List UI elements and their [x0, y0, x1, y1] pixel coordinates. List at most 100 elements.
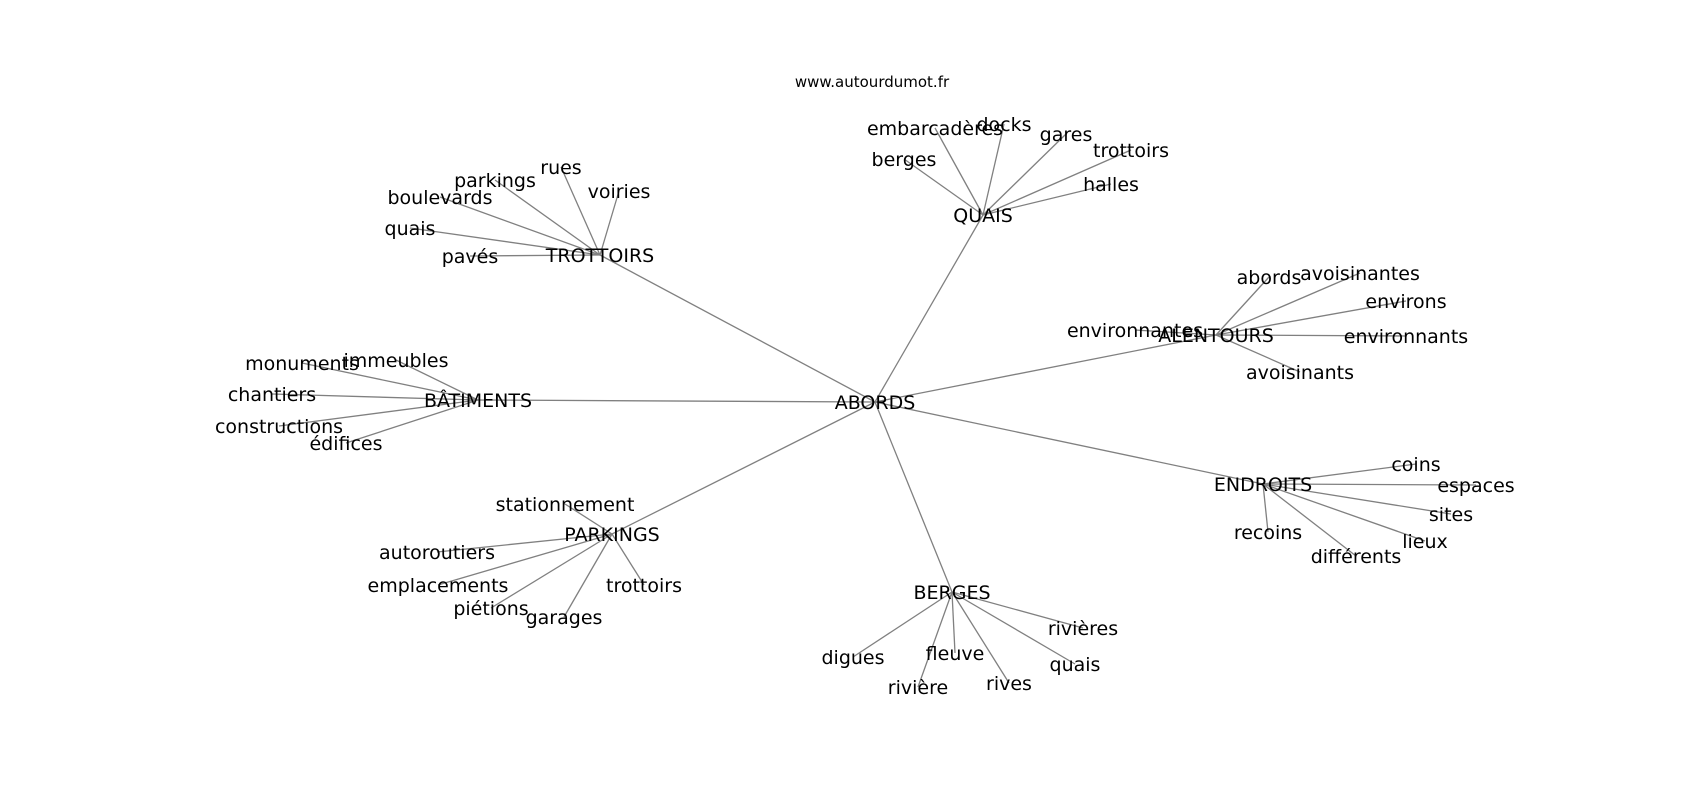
edge-parkings-trottoirs — [611, 533, 645, 586]
hub-node-berges: BERGES — [913, 582, 990, 604]
leaf-node-quais-embarcaderes: embarcadères — [867, 118, 1003, 140]
edge-quais-embarcaderes — [934, 127, 984, 216]
leaf-node-endroits-differents: différents — [1311, 546, 1402, 568]
leaf-node-alentours-environs: environs — [1365, 291, 1446, 313]
edge-quais-docks — [982, 123, 1005, 216]
edge-center-alentours — [874, 334, 1217, 403]
edge-parkings-autoroutiers — [436, 533, 613, 553]
leaf-node-batiments-chantiers: chantiers — [228, 384, 316, 406]
leaf-node-parkings-garages: garages — [526, 607, 603, 629]
edge-endroits-coins — [1262, 463, 1417, 485]
edge-center-berges — [874, 401, 953, 593]
edge-berges-digues — [852, 591, 953, 658]
edge-quais-gares — [982, 133, 1067, 216]
edge-endroits-differents — [1262, 483, 1357, 557]
leaf-node-parkings-trottoirs: trottoirs — [606, 575, 682, 597]
leaf-node-batiments-edifices: édifices — [309, 433, 382, 455]
leaf-node-quais-trottoirs: trottoirs — [1093, 140, 1169, 162]
leaf-node-trottoirs-quais: quais — [385, 218, 436, 240]
leaf-node-alentours-environnantes: environnantes — [1067, 320, 1203, 342]
leaf-node-batiments-constructions: constructions — [215, 416, 343, 438]
leaf-node-trottoirs-boulevards: boulevards — [387, 187, 492, 209]
leaf-node-berges-rives: rives — [986, 673, 1032, 695]
leaf-node-alentours-abords: abords — [1237, 267, 1302, 289]
hub-node-batiments: BÂTIMENTS — [424, 389, 532, 412]
edge-parkings-stationnement — [564, 503, 613, 535]
leaf-node-quais-gares: gares — [1040, 124, 1093, 146]
edge-alentours-abords — [1215, 276, 1270, 336]
leaf-node-parkings-pietions: piétions — [453, 598, 528, 620]
hub-node-endroits: ENDROITS — [1214, 474, 1312, 496]
leaf-node-berges-fleuve: fleuve — [926, 643, 985, 665]
leaf-node-quais-berges: berges — [872, 149, 937, 171]
edge-berges-riviere — [917, 591, 953, 688]
edge-batiments-monuments — [301, 362, 479, 401]
leaf-node-trottoirs-parkings: parkings — [454, 170, 536, 192]
leaf-node-endroits-recoins: recoins — [1234, 522, 1302, 544]
edge-quais-berges — [903, 158, 984, 216]
edge-berges-rivieres — [951, 591, 1084, 629]
hub-node-parkings: PARKINGS — [564, 524, 660, 546]
edge-berges-fleuve — [951, 591, 956, 654]
edges — [271, 123, 1477, 688]
leaf-node-quais-docks: docks — [976, 114, 1031, 136]
edge-batiments-edifices — [345, 399, 479, 444]
edge-trottoirs-boulevards — [439, 196, 601, 256]
edge-batiments-immeubles — [395, 359, 479, 401]
edge-alentours-environs — [1215, 300, 1407, 336]
edge-center-batiments — [477, 399, 876, 403]
edge-endroits-espaces — [1262, 483, 1477, 486]
leaf-node-endroits-coins: coins — [1391, 454, 1440, 476]
edge-quais-halles — [982, 183, 1112, 216]
center-node: ABORDS — [835, 392, 916, 414]
edge-berges-rives — [951, 591, 1010, 684]
leaf-node-trottoirs-rues: rues — [540, 157, 581, 179]
hub-node-alentours: ALENTOURS — [1158, 325, 1274, 347]
leaf-node-berges-quais: quais — [1050, 654, 1101, 676]
edge-batiments-chantiers — [271, 393, 479, 401]
leaf-node-berges-rivieres: rivières — [1048, 618, 1118, 640]
edge-quais-trottoirs — [982, 149, 1132, 216]
edge-parkings-pietions — [490, 533, 613, 609]
leaf-node-berges-digues: digues — [821, 647, 884, 669]
edge-trottoirs-rues — [560, 166, 601, 256]
edge-alentours-environnants — [1215, 334, 1407, 337]
leaf-node-alentours-avoisinants: avoisinants — [1246, 362, 1354, 384]
edge-alentours-avoisinants — [1215, 334, 1301, 373]
leaf-node-endroits-espaces: espaces — [1437, 475, 1514, 497]
leaf-node-trottoirs-paves: pavés — [442, 246, 499, 268]
edge-trottoirs-quais — [409, 227, 601, 256]
edge-batiments-constructions — [278, 399, 479, 427]
leaf-node-parkings-emplacements: emplacements — [368, 575, 509, 597]
edge-endroits-lieux — [1262, 483, 1426, 542]
leaf-node-trottoirs-voiries: voiries — [588, 181, 651, 203]
edge-trottoirs-voiries — [599, 190, 620, 256]
labels: www.autourdumot.fr ABORDSTROTTOIRSruespa… — [215, 73, 1515, 699]
leaf-node-quais-halles: halles — [1083, 174, 1139, 196]
leaf-node-alentours-avoisinantes: avoisinantes — [1300, 263, 1420, 285]
edge-center-parkings — [611, 401, 876, 535]
edge-berges-quais — [951, 591, 1076, 665]
edge-trottoirs-paves — [469, 254, 601, 257]
hub-node-trottoirs: TROTTOIRS — [545, 245, 654, 267]
edge-endroits-recoins — [1262, 483, 1269, 533]
leaf-node-endroits-sites: sites — [1429, 504, 1473, 526]
leaf-node-batiments-immeubles: immeubles — [344, 350, 449, 372]
leaf-node-parkings-stationnement: stationnement — [496, 494, 635, 516]
hub-node-quais: QUAIS — [953, 205, 1013, 227]
edge-center-trottoirs — [599, 254, 876, 403]
edge-endroits-sites — [1262, 483, 1452, 515]
edge-trottoirs-parkings — [494, 179, 601, 256]
leaf-node-berges-riviere: rivière — [888, 677, 948, 699]
edge-parkings-emplacements — [437, 533, 613, 586]
edge-alentours-avoisinantes — [1215, 272, 1361, 336]
leaf-node-endroits-lieux: lieux — [1402, 531, 1448, 553]
edge-center-endroits — [874, 401, 1264, 485]
leaf-node-parkings-autoroutiers: autoroutiers — [379, 542, 495, 564]
edge-parkings-garages — [563, 533, 613, 618]
edge-center-quais — [874, 214, 984, 403]
leaf-node-batiments-monuments: monuments — [245, 353, 359, 375]
source-credit: www.autourdumot.fr — [795, 73, 950, 91]
edge-alentours-environnantes — [1134, 329, 1217, 336]
